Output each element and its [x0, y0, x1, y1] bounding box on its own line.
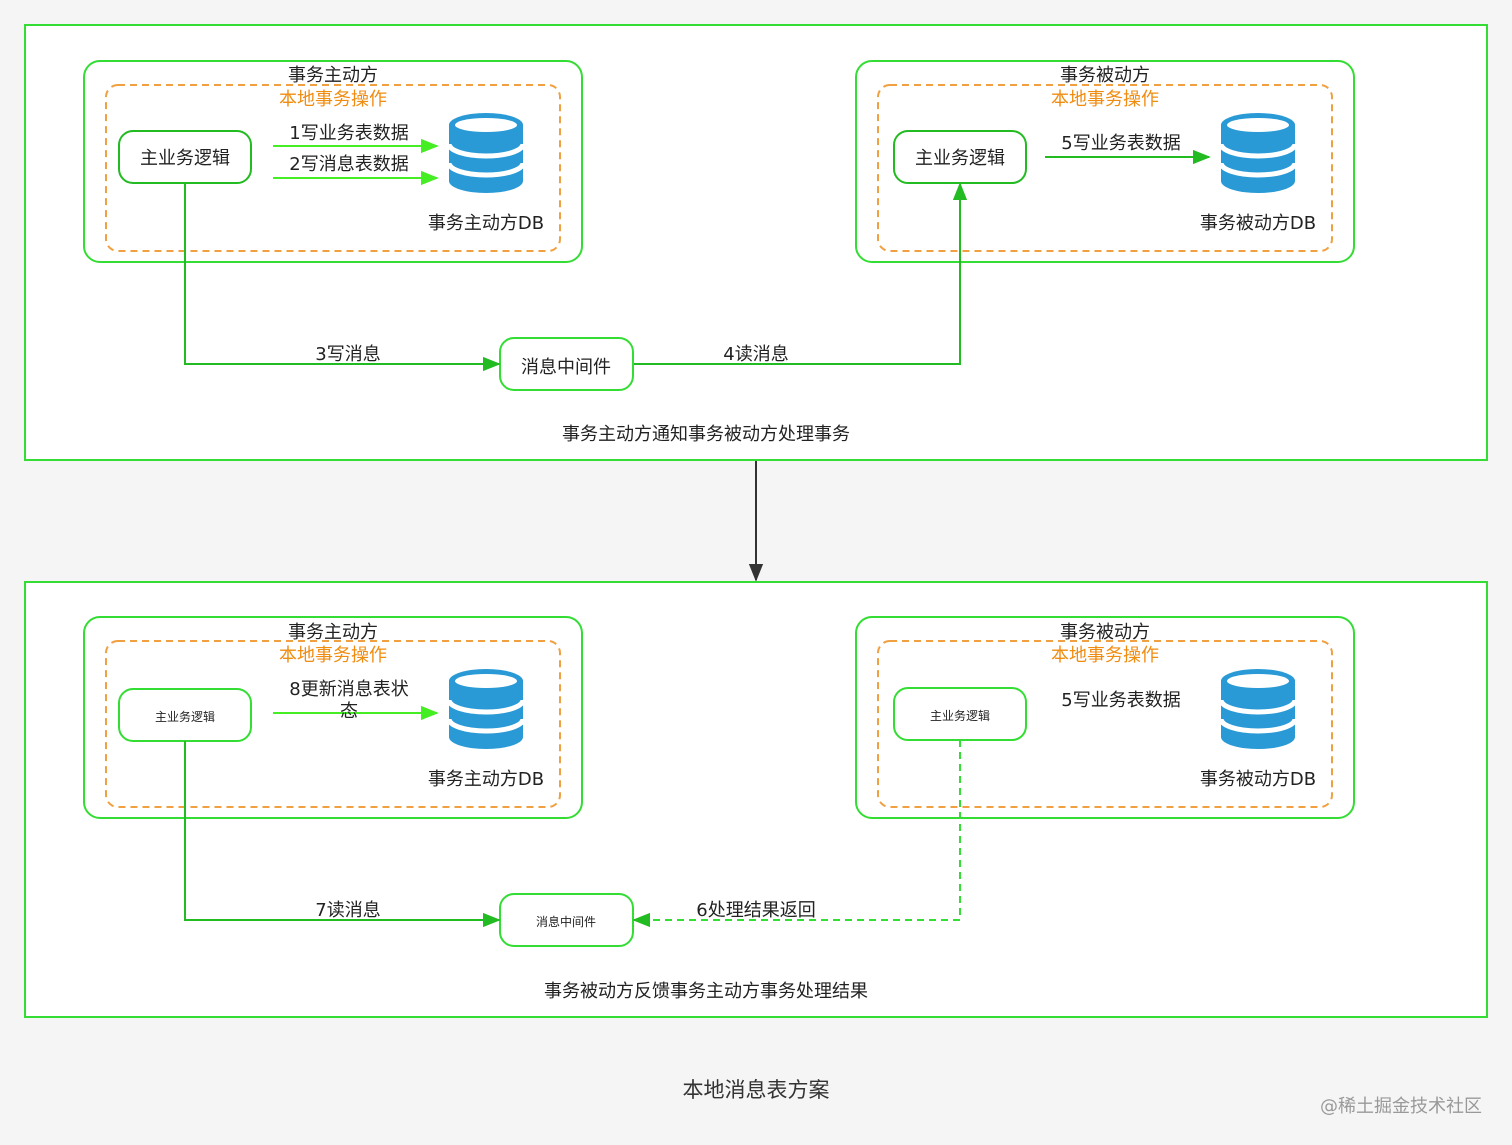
- bottom-step8-label-line2: 态: [340, 701, 358, 722]
- top-passive-logic-label: 主业务逻辑: [915, 148, 1005, 169]
- top-passive-group: 事务被动方 本地事务操作 主业务逻辑 5写业务表数据 事务被动方DB: [855, 60, 1355, 263]
- bottom-caption: 事务被动方反馈事务主动方事务处理结果: [544, 981, 868, 1002]
- bottom-step8-label-line1: 8更新消息表状: [289, 679, 408, 700]
- top-passive-db-label: 事务被动方DB: [1200, 213, 1316, 234]
- top-step5-label: 5写业务表数据: [1061, 133, 1180, 154]
- bottom-initiator-box: [83, 616, 583, 819]
- top-initiator-group: 事务主动方 本地事务操作 主业务逻辑 1写业务表数据 2写消息表数据 事务主动方…: [83, 60, 583, 263]
- bottom-passive-local-tx-box: [877, 640, 1333, 808]
- top-step4-arrow: [634, 182, 968, 365]
- bottom-passive-box: [855, 616, 1355, 819]
- bottom-step6-label: 6处理结果返回: [696, 900, 815, 921]
- figure-caption: 本地消息表方案: [683, 1078, 830, 1102]
- bottom-initiator-local-tx-label: 本地事务操作: [279, 645, 387, 666]
- top-initiator-database-icon: [449, 113, 523, 193]
- bottom-mq-label: 消息中间件: [536, 914, 596, 929]
- top-panel-border: [24, 24, 1488, 461]
- bottom-passive-db-label: 事务被动方DB: [1200, 769, 1316, 790]
- top-passive-local-tx-box: [877, 84, 1333, 252]
- top-initiator-logic-label: 主业务逻辑: [140, 148, 230, 169]
- bottom-passive-database-icon: [1221, 669, 1295, 749]
- top-step2-label: 2写消息表数据: [289, 154, 408, 175]
- top-passive-database-icon: [1221, 113, 1295, 193]
- bottom-panel: 事务主动方 本地事务操作 主业务逻辑 8更新消息表状 态 事务主动方DB 事务被…: [24, 581, 1488, 1018]
- top-passive-title: 事务被动方: [1060, 65, 1150, 86]
- bottom-initiator-db-label: 事务主动方DB: [428, 769, 544, 790]
- bottom-panel-border: [24, 581, 1488, 1018]
- top-step1-label: 1写业务表数据: [289, 123, 408, 144]
- top-passive-local-tx-label: 本地事务操作: [1051, 89, 1159, 110]
- bottom-initiator-logic-label: 主业务逻辑: [155, 709, 215, 724]
- top-mq-label: 消息中间件: [521, 357, 611, 378]
- bottom-initiator-database-icon: [449, 669, 523, 749]
- top-initiator-local-tx-box: [105, 84, 561, 252]
- top-passive-box: [855, 60, 1355, 263]
- top-initiator-box: [83, 60, 583, 263]
- bottom-step7-arrow: [184, 741, 501, 928]
- top-step3-arrow: [184, 183, 501, 372]
- top-step3-label: 3写消息: [315, 344, 380, 365]
- top-initiator-local-tx-label: 本地事务操作: [279, 89, 387, 110]
- bottom-passive-local-tx-label: 本地事务操作: [1051, 645, 1159, 666]
- bottom-initiator-title: 事务主动方: [288, 622, 378, 643]
- watermark: @稀土掘金技术社区: [1320, 1096, 1482, 1117]
- bottom-step7-label: 7读消息: [315, 900, 380, 921]
- bottom-passive-group: 事务被动方 本地事务操作 主业务逻辑 5写业务表数据 事务被动方DB: [855, 616, 1355, 819]
- bottom-initiator-group: 事务主动方 本地事务操作 主业务逻辑 8更新消息表状 态 事务主动方DB: [83, 616, 583, 819]
- top-step4-label: 4读消息: [723, 344, 788, 365]
- top-initiator-db-label: 事务主动方DB: [428, 213, 544, 234]
- bottom-passive-title: 事务被动方: [1060, 622, 1150, 643]
- top-initiator-title: 事务主动方: [288, 65, 378, 86]
- bottom-passive-logic-label: 主业务逻辑: [930, 708, 990, 723]
- bottom-step6-arrow: [632, 740, 961, 928]
- bottom-step5-label: 5写业务表数据: [1061, 690, 1180, 711]
- top-panel: 事务主动方 本地事务操作 主业务逻辑 1写业务表数据 2写消息表数据 事务主动方…: [24, 24, 1488, 461]
- top-caption: 事务主动方通知事务被动方处理事务: [562, 424, 850, 445]
- bottom-initiator-local-tx-box: [105, 640, 561, 808]
